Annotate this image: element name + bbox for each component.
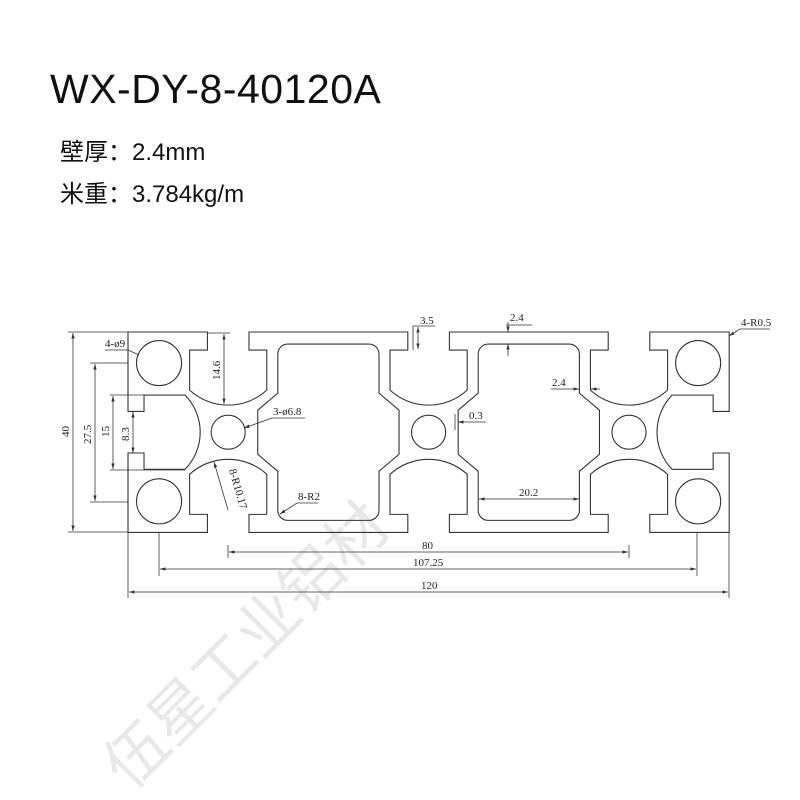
dim-corner-holes: 4-ø9 (105, 338, 126, 350)
weight-per-meter-label: 米重：3.784kg/m (60, 181, 245, 208)
dim-hole-spacing: 27.5 (82, 424, 94, 444)
dim-arc-radius: 8-R10.17 (226, 468, 249, 511)
corner-hole (676, 341, 721, 386)
dim-width: 120 (421, 580, 438, 592)
dim-lip: 3.5 (420, 315, 434, 327)
center-hole (412, 415, 446, 449)
center-hole (211, 415, 245, 449)
dim-corner-radius: 4-R0.5 (741, 317, 772, 329)
dim-span-107: 107.25 (413, 557, 444, 569)
corner-hole (676, 479, 721, 524)
dimension-lines (68, 322, 770, 598)
watermark-text: 伍星工业铝材 (89, 488, 404, 800)
corner-hole (137, 341, 182, 386)
dim-span-80: 80 (422, 540, 434, 552)
dim-wall-side: 2.4 (552, 377, 566, 389)
corner-hole (137, 479, 182, 524)
dim-slot-opening: 8.3 (120, 427, 132, 441)
dim-slot-depth: 14.6 (211, 360, 223, 380)
center-hole (612, 415, 646, 449)
dim-wall-top: 2.4 (510, 312, 524, 324)
cavity-left (258, 344, 399, 520)
profile-model-title: WX-DY-8-40120A (50, 66, 382, 112)
dim-gap: 0.3 (469, 410, 483, 422)
cavity-right (458, 344, 599, 520)
dim-cavity-radius: 8-R2 (298, 491, 320, 503)
dim-height: 40 (60, 426, 72, 438)
dim-cavity-width: 20.2 (519, 487, 538, 499)
dim-center-holes: 3-ø6.8 (273, 406, 302, 418)
dim-slot-inner: 15 (100, 426, 112, 438)
dimension-labels: 40 27.5 15 8.3 4-ø9 14.6 3-ø6.8 8-R10.17… (60, 312, 772, 592)
wall-thickness-label: 壁厚：2.4mm (60, 139, 206, 166)
